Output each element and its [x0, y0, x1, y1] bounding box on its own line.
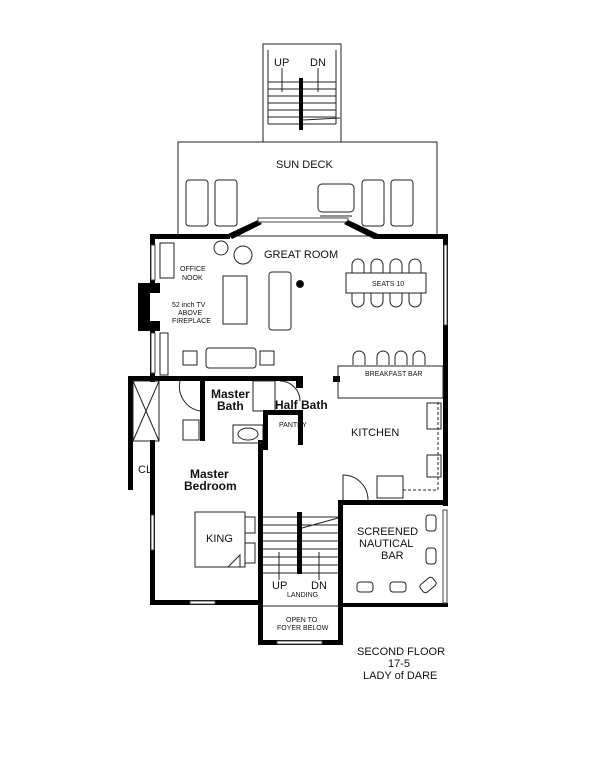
closet-label: CL — [138, 464, 152, 476]
top-stairs: UP DN — [262, 43, 342, 143]
great-room-furniture — [159, 240, 427, 376]
office-nook-label: OFFICE — [180, 266, 206, 273]
plan-title: SECOND FLOOR — [357, 646, 445, 658]
breakfast-bar-label: BREAKFAST BAR — [365, 371, 422, 378]
sun-deck: SUN DECK — [177, 141, 438, 237]
stair-divider — [297, 512, 302, 574]
sun-deck-label: SUN DECK — [276, 159, 334, 171]
bottom-stair-dn-label: DN — [311, 580, 327, 592]
bed-king — [194, 511, 256, 568]
foyer-label: OPEN TO — [286, 617, 318, 624]
bath-fixtures — [132, 380, 301, 444]
seats-label: SEATS 10 — [372, 281, 404, 288]
pantry-wall — [263, 410, 303, 415]
tv-label: 52 inch TV — [172, 302, 206, 309]
nautical-bar-furniture — [356, 514, 437, 594]
half-bath-label: Half Bath — [275, 398, 328, 412]
foyer-label-2: FOYER BELOW — [277, 625, 329, 632]
office-nook-label-2: NOOK — [182, 275, 203, 282]
landing-label: LANDING — [287, 592, 318, 599]
master-bedroom-label: Master — [190, 467, 229, 481]
room-labels: GREAT ROOM OFFICE NOOK 52 inch TV ABOVE … — [138, 249, 422, 632]
house-name: LADY of DARE — [363, 670, 437, 682]
top-stair-up-label: UP — [274, 57, 289, 69]
great-room-label: GREAT ROOM — [264, 249, 338, 261]
breakfast-bar — [337, 365, 444, 399]
plan-number: 17-5 — [388, 658, 410, 670]
pantry-label: PANTRY — [279, 422, 307, 429]
tv-label-2: ABOVE — [178, 310, 202, 317]
bottom-stair-up-label: UP — [272, 580, 287, 592]
exterior-walls — [128, 217, 448, 645]
master-bedroom-label-2: Bedroom — [184, 479, 237, 493]
kitchen-fixtures — [342, 400, 442, 501]
plan-caption: SECOND FLOOR 17-5 LADY of DARE — [357, 646, 445, 682]
pantry-wall-side — [263, 410, 268, 450]
dining-chairs — [351, 258, 426, 365]
screened-bar-label-3: BAR — [381, 550, 404, 562]
screened-bar-label-2: NAUTICAL — [359, 538, 413, 550]
kitchen-label: KITCHEN — [351, 427, 399, 439]
screened-bar-label: SCREENED — [357, 526, 418, 538]
pantry-wall-right — [298, 410, 303, 445]
master-bath-label-2: Bath — [217, 399, 244, 413]
top-stair-dn-label: DN — [310, 57, 326, 69]
tv-label-3: FIREPLACE — [172, 318, 211, 325]
king-bed-label: KING — [206, 533, 233, 545]
master-bath-label: Master — [211, 387, 250, 401]
